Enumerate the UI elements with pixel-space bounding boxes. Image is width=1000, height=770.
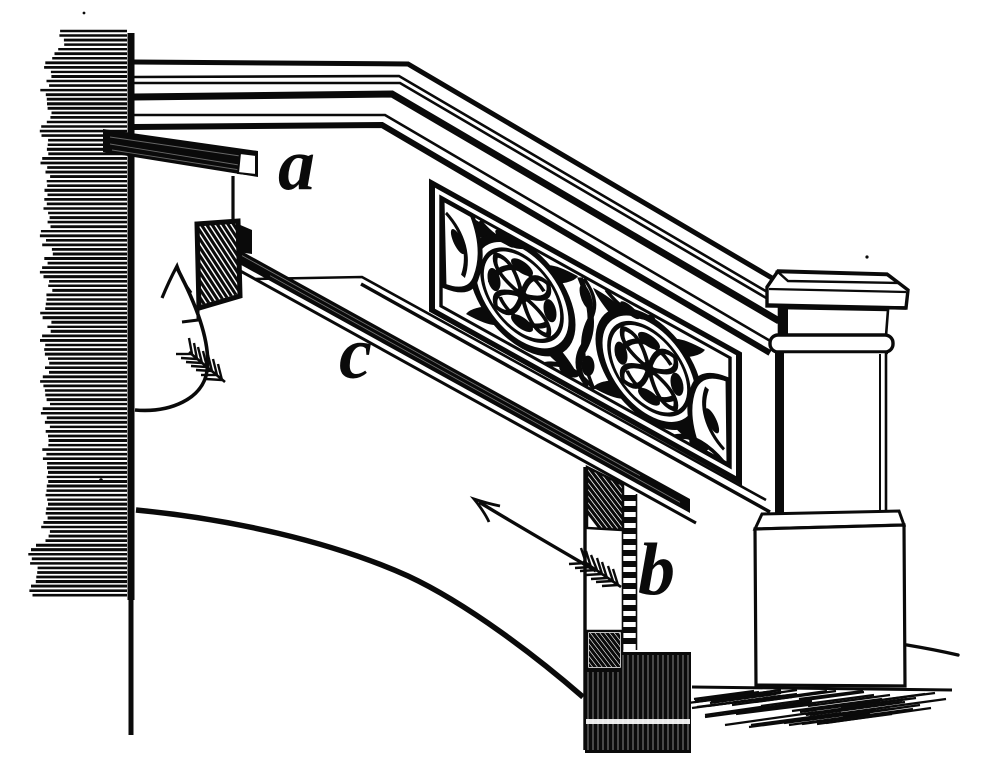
svg-text:c: c — [339, 313, 372, 395]
svg-text:a: a — [278, 124, 315, 206]
svg-text:b: b — [638, 529, 675, 611]
